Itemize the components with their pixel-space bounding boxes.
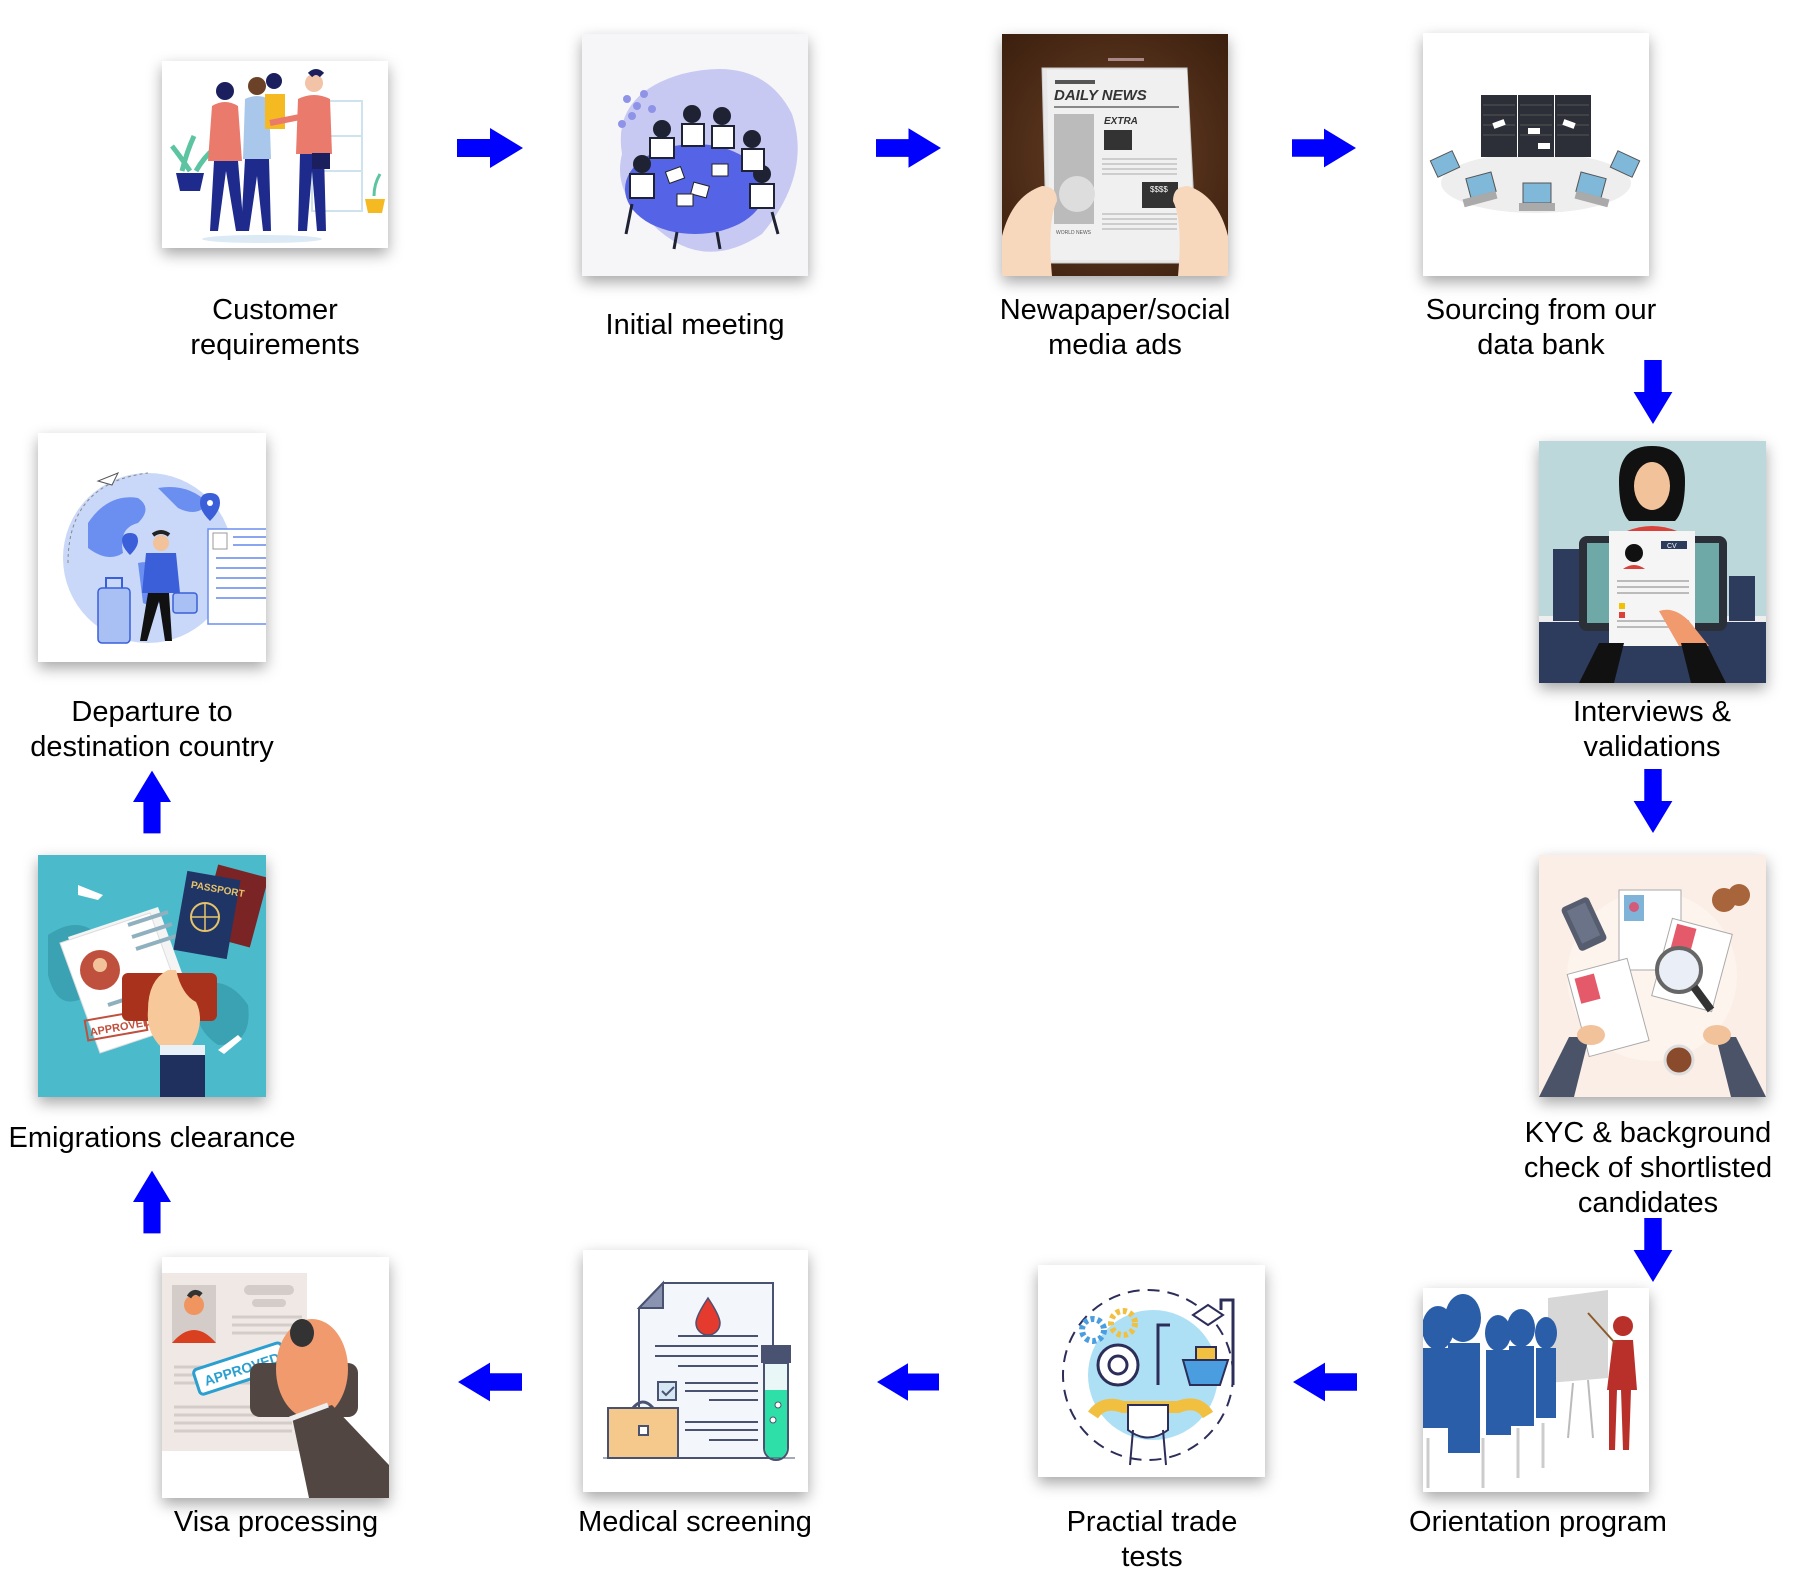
arrow-right-icon <box>1292 128 1356 168</box>
step-card-emigrations-clearance: PASSPORT APPROVED <box>38 855 266 1097</box>
step-label-customer-requirements: Customer requirements <box>190 294 360 361</box>
step-card-kyc-background-check <box>1539 855 1766 1097</box>
newspaper-masthead: DAILY NEWS <box>1054 87 1147 104</box>
servers-and-laptops-illustration <box>1423 33 1649 276</box>
classroom-presentation-illustration <box>1423 1288 1649 1492</box>
step-card-medical-screening <box>583 1250 808 1492</box>
step-card-departure-destination <box>38 433 266 662</box>
step-label-medical-screening: Medical screening <box>578 1506 812 1538</box>
arrow-left-icon <box>1293 1362 1357 1402</box>
business-handshake-illustration <box>162 61 388 248</box>
newspaper-section: WORLD NEWS <box>1056 230 1092 236</box>
cv-review-interview-illustration: CV <box>1539 441 1766 683</box>
step-card-practical-trade-tests <box>1038 1265 1265 1477</box>
step-label-initial-meeting: Initial meeting <box>605 309 785 341</box>
step-card-interviews-validations: CV <box>1539 441 1766 683</box>
daily-news-newspaper-illustration: DAILY NEWS EXTRA $$$$ WORLD NEWS <box>1002 34 1228 276</box>
arrow-down-icon <box>1633 769 1673 833</box>
step-label-newspaper-ads: Newapaper/social media ads <box>999 294 1231 361</box>
resume-magnifier-check-illustration <box>1539 855 1766 1097</box>
arrow-left-icon <box>458 1362 522 1402</box>
step-label-interviews-validations: Interviews & validations <box>1573 696 1731 763</box>
arrow-down-icon <box>1633 1218 1673 1282</box>
step-label-emigrations-clearance: Emigrations clearance <box>8 1122 296 1154</box>
step-label-departure-destination: Departure to destination country <box>30 696 274 763</box>
step-label-orientation-program: Orientation program <box>1409 1506 1667 1538</box>
passport-approved-illustration: PASSPORT APPROVED <box>38 855 266 1097</box>
gears-wrench-trade-illustration <box>1038 1265 1265 1477</box>
arrow-up-icon <box>133 770 171 834</box>
step-label-sourcing-data-bank: Sourcing from our data bank <box>1425 294 1657 361</box>
arrow-up-icon <box>133 1170 171 1234</box>
step-label-kyc-background-check: KYC & background check of shortlisted ca… <box>1523 1117 1773 1219</box>
step-card-orientation-program <box>1423 1288 1649 1492</box>
arrow-right-icon <box>457 128 523 168</box>
arrow-left-icon <box>877 1362 939 1402</box>
arrow-right-icon <box>876 128 941 168</box>
step-card-visa-processing: APPROVED <box>162 1257 389 1498</box>
approved-stamp-illustration: APPROVED <box>162 1257 389 1498</box>
medical-report-test-tube-illustration <box>583 1250 808 1492</box>
step-card-newspaper-ads: DAILY NEWS EXTRA $$$$ WORLD NEWS <box>1002 34 1228 276</box>
traveler-globe-illustration <box>38 433 266 662</box>
step-card-initial-meeting <box>582 34 808 276</box>
cv-tag: CV <box>1667 543 1677 550</box>
step-label-visa-processing: Visa processing <box>173 1506 379 1538</box>
arrow-down-icon <box>1633 360 1673 424</box>
newspaper-money: $$$$ <box>1150 185 1168 194</box>
newspaper-extra: EXTRA <box>1104 116 1138 127</box>
step-card-customer-requirements <box>162 61 388 248</box>
step-card-sourcing-data-bank <box>1423 33 1649 276</box>
round-table-meeting-illustration <box>582 34 808 276</box>
step-label-practical-trade-tests: Practial trade tests <box>1066 1506 1238 1573</box>
